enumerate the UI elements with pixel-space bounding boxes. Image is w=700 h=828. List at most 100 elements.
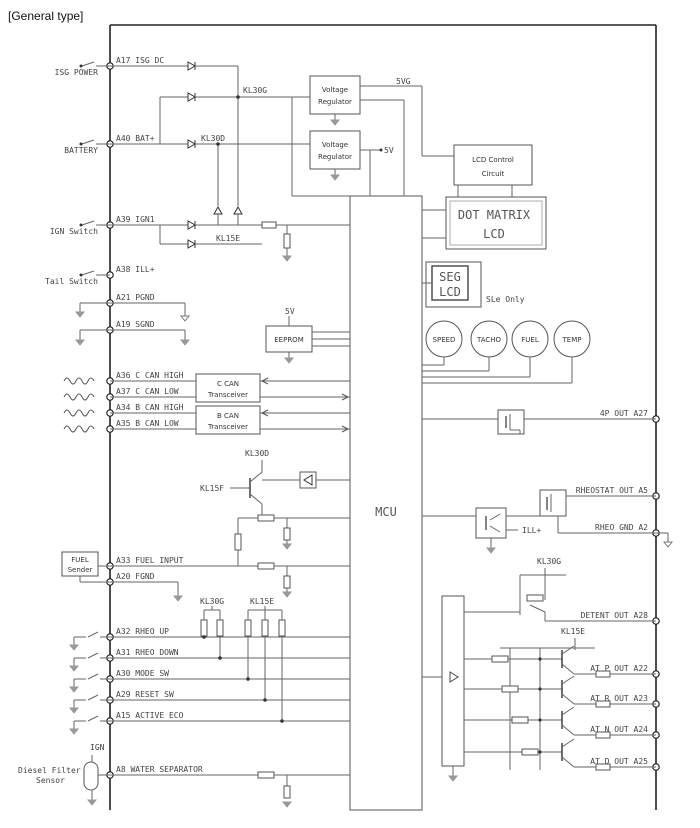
diesel-sensor-label: Sensor <box>36 776 65 785</box>
right-pin: RHEO GND A2 <box>595 523 660 537</box>
svg-text:Voltage: Voltage <box>322 141 348 149</box>
ground-circuit <box>74 302 191 346</box>
right-pin-label: AT N OUT A24 <box>590 725 648 734</box>
left-pin-label: A35 B CAN LOW <box>116 419 179 428</box>
gauge-tacho: TACHO <box>422 320 508 372</box>
left-pin: A19 SGND <box>106 320 155 334</box>
can-wire-coils <box>63 377 95 433</box>
left-pin-label: A36 C CAN HIGH <box>116 371 184 380</box>
kl15e-sw-label: KL15E <box>250 597 274 606</box>
left-pin-label: A20 FGND <box>116 572 155 581</box>
left-pin: A8 WATER SEPARATOR <box>106 765 203 779</box>
left-pin-label: A37 C CAN LOW <box>116 387 179 396</box>
left-pin: A37 C CAN LOW <box>106 387 179 401</box>
5v-reg-label: 5V <box>384 146 394 155</box>
voltage-regulator-1: Voltage Regulator 5VG <box>309 75 454 196</box>
switch-contact <box>68 652 350 672</box>
left-pin-label: A17 ISG DC <box>116 56 164 65</box>
switch-contact <box>68 715 350 735</box>
right-output-circuit: ILL+ KL30G KL15E <box>422 409 674 782</box>
left-pin-label: A29 RESET SW <box>116 690 174 699</box>
left-pin-label: A38 ILL+ <box>116 265 155 274</box>
at-output-drivers <box>464 645 656 771</box>
svg-text:Voltage: Voltage <box>322 86 348 94</box>
left-pin-label: A8 WATER SEPARATOR <box>116 765 203 774</box>
svg-text:LCD: LCD <box>439 285 461 299</box>
kl15f-driver: KL30D KL15F <box>200 449 350 566</box>
right-pin-label: AT R OUT A23 <box>590 694 648 703</box>
left-pin-source: IGN Switch <box>50 227 98 236</box>
gauge-label: FUEL <box>521 336 539 344</box>
right-pin-label: 4P OUT A27 <box>600 409 648 418</box>
left-pin: A31 RHEO DOWN <box>106 648 179 662</box>
gauge-label: SPEED <box>433 336 456 344</box>
fuel-sender: FUEL Sender <box>61 551 350 602</box>
gauge-temp: TEMP <box>422 320 591 384</box>
right-pin-label: AT P OUT A22 <box>590 664 648 673</box>
right-pin-label: RHEO GND A2 <box>595 523 648 532</box>
seg-lcd: SEG LCD SLe Only <box>422 261 525 308</box>
left-pin: A29 RESET SW <box>106 690 174 704</box>
right-pin-label: RHEOSTAT OUT A5 <box>576 486 648 495</box>
left-pin: A33 FUEL INPUT <box>106 556 184 570</box>
kl15e-ign-label: KL15E <box>216 234 240 243</box>
diagram-heading: [General type] <box>8 9 83 23</box>
svg-text:C CAN: C CAN <box>217 380 239 388</box>
left-pin-label: A30 MODE SW <box>116 669 169 678</box>
svg-text:LCD: LCD <box>483 227 505 241</box>
svg-text:DOT MATRIX: DOT MATRIX <box>458 208 531 222</box>
left-pin-label: A19 SGND <box>116 320 155 329</box>
svg-text:Transceiver: Transceiver <box>207 423 248 431</box>
svg-text:Sender: Sender <box>68 566 93 574</box>
at-driver-transistor <box>464 738 656 771</box>
left-pin-label: A31 RHEO DOWN <box>116 648 179 657</box>
left-pin-label: A33 FUEL INPUT <box>116 556 184 565</box>
left-pin: A15 ACTIVE ECO <box>106 711 184 725</box>
left-pin: A21 PGND <box>106 293 155 307</box>
lcd-control-circuit: LCD Control Circuit <box>453 144 533 197</box>
kl15e-right-label: KL15E <box>561 627 585 636</box>
svg-text:LCD Control: LCD Control <box>472 156 514 164</box>
gauge-label: TACHO <box>476 336 502 344</box>
right-pin: 4P OUT A27 <box>600 409 660 423</box>
eeprom-block: EEPROM 5V <box>265 307 350 364</box>
svg-text:Regulator: Regulator <box>318 153 352 161</box>
svg-text:Regulator: Regulator <box>318 98 352 106</box>
at-driver-transistor <box>464 675 656 708</box>
left-pin-label: A15 ACTIVE ECO <box>116 711 184 720</box>
left-pin: A34 B CAN HIGH <box>106 403 184 417</box>
left-pin-label: A32 RHEO UP <box>116 627 169 636</box>
kl30d-top-label: KL30D <box>201 134 225 143</box>
svg-text:Transceiver: Transceiver <box>207 391 248 399</box>
kl30g-right-label: KL30G <box>537 557 561 566</box>
left-pin: A20 FGND <box>106 572 155 586</box>
mcu-block: MCU <box>349 195 423 811</box>
power-input-circuit: KL30G KL30D KL15E <box>110 61 350 262</box>
svg-text:B CAN: B CAN <box>217 412 239 420</box>
left-pin-source: BATTERY <box>64 146 98 155</box>
mcu-label: MCU <box>375 505 397 519</box>
switch-contact <box>68 694 350 714</box>
left-pin-label: A21 PGND <box>116 293 155 302</box>
kl30g-sw-label: KL30G <box>200 597 224 606</box>
left-pin: A30 MODE SW <box>106 669 169 683</box>
right-pin-label: DETENT OUT A28 <box>581 611 649 620</box>
voltage-regulator-2: Voltage Regulator 5V <box>291 97 394 197</box>
left-pin-label: A39 IGN1 <box>116 215 155 224</box>
right-pin: DETENT OUT A28 <box>581 611 660 625</box>
c-can-transceiver: C CAN Transceiver <box>110 373 350 403</box>
ign-label: IGN <box>90 743 105 752</box>
at-driver-transistor <box>464 645 656 678</box>
b-can-transceiver: B CAN Transceiver <box>110 405 350 435</box>
kl30d-mid-label: KL30D <box>245 449 269 458</box>
switch-pullups: KL30G KL15E <box>200 597 286 723</box>
seg-lcd-note: SLe Only <box>486 295 525 304</box>
diesel-filter-label: Diesel Filter <box>18 766 81 775</box>
5v-eeprom-label: 5V <box>285 307 295 316</box>
svg-text:EEPROM: EEPROM <box>274 336 303 344</box>
left-pin-source: Tail Switch <box>45 277 98 286</box>
